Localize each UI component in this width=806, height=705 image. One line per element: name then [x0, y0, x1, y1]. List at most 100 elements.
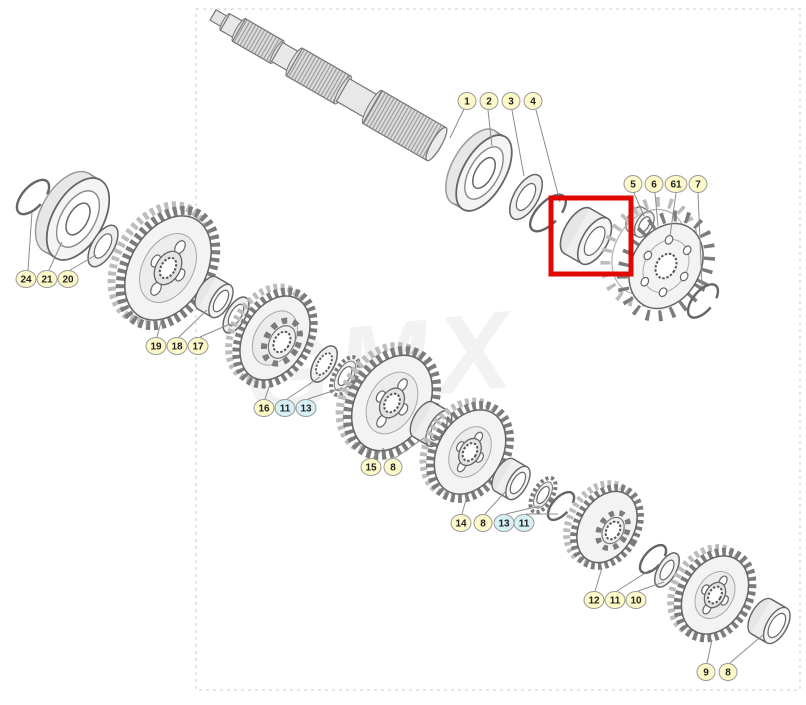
callout-label: 18	[171, 342, 183, 353]
callout-label: 12	[588, 596, 600, 607]
callout-label: 9	[703, 668, 709, 679]
callout-label: 24	[20, 275, 32, 286]
spacer-highlighted	[559, 206, 613, 266]
callout-16[interactable]: 16	[253, 399, 275, 417]
callout-circle	[383, 458, 403, 476]
callout-label: 7	[695, 180, 701, 191]
callout-label: 11	[280, 404, 291, 415]
callout-label: 14	[455, 519, 467, 530]
main-shaft	[209, 8, 448, 162]
callout-11[interactable]: 11	[274, 399, 296, 417]
gear-9	[667, 544, 757, 643]
callout-label: 5	[630, 180, 636, 191]
callout-label: 21	[41, 275, 53, 286]
callout-2[interactable]: 2	[479, 92, 499, 110]
callout-17[interactable]: 17	[187, 337, 209, 355]
circlip-11-b	[546, 490, 576, 522]
bushing-18	[194, 275, 234, 319]
callout-label: 4	[530, 97, 536, 108]
callout-9[interactable]: 9	[696, 663, 716, 681]
callout-label: 11	[519, 519, 530, 530]
callout-20[interactable]: 20	[57, 270, 79, 288]
callout-circle	[166, 337, 188, 355]
washer-20	[87, 224, 119, 268]
callout-label: 61	[670, 180, 682, 191]
callout-61[interactable]: 61	[664, 175, 688, 193]
callouts: 1 2 3 4 5 6 61 7 24 21 20 19 18 17 16 11…	[15, 92, 738, 681]
callout-8[interactable]: 8	[718, 663, 738, 681]
callout-circle	[57, 270, 79, 288]
callout-24[interactable]: 24	[15, 270, 37, 288]
callout-circle	[644, 175, 664, 193]
callout-label: 19	[150, 342, 162, 353]
bearing-21	[34, 170, 111, 261]
callout-circle	[15, 270, 37, 288]
callout-circle	[274, 399, 296, 417]
callout-circle	[664, 175, 688, 193]
callout-18[interactable]: 18	[166, 337, 188, 355]
circlip-24	[15, 178, 51, 216]
leader-lines	[27, 108, 765, 664]
callout-label: 11	[610, 596, 621, 607]
callout-19[interactable]: 19	[145, 337, 167, 355]
callout-circle	[253, 399, 275, 417]
callout-circle	[604, 591, 626, 609]
callout-6[interactable]: 6	[644, 175, 664, 193]
gear-19	[107, 201, 221, 331]
callout-12[interactable]: 12	[583, 591, 605, 609]
callout-1[interactable]: 1	[457, 92, 477, 110]
callout-4[interactable]: 4	[523, 92, 543, 110]
callout-13[interactable]: 13	[493, 514, 515, 532]
callout-8[interactable]: 8	[473, 514, 493, 532]
callout-label: 13	[498, 519, 510, 530]
callout-circle	[718, 663, 738, 681]
highlight-box	[548, 195, 634, 277]
callout-circle	[187, 337, 209, 355]
callout-label: 6	[651, 180, 657, 191]
callout-circle	[295, 399, 317, 417]
callout-circle	[623, 175, 643, 193]
callout-label: 15	[365, 463, 377, 474]
callout-8[interactable]: 8	[383, 458, 403, 476]
callout-circle	[145, 337, 167, 355]
callout-7[interactable]: 7	[688, 175, 708, 193]
callout-10[interactable]: 10	[625, 591, 647, 609]
washer-10	[653, 552, 681, 588]
lock-washer-13-b	[528, 475, 558, 515]
callout-label: 16	[258, 404, 270, 415]
callout-circle	[36, 270, 58, 288]
callout-circle	[696, 663, 716, 681]
callout-circle	[523, 92, 543, 110]
front-sprocket-6	[616, 210, 716, 322]
lock-washer-13	[329, 355, 361, 397]
callout-circle	[583, 591, 605, 609]
bearing-2	[445, 128, 513, 212]
callout-label: 13	[300, 404, 312, 415]
callout-14[interactable]: 14	[450, 514, 472, 532]
callout-label: 17	[192, 342, 204, 353]
callout-circle	[513, 514, 535, 532]
callout-circle	[360, 458, 382, 476]
callout-label: 8	[390, 463, 396, 474]
callout-label: 8	[725, 668, 731, 679]
callout-13[interactable]: 13	[295, 399, 317, 417]
callout-15[interactable]: 15	[360, 458, 382, 476]
callout-label: 1	[464, 97, 470, 108]
callout-label: 8	[480, 519, 486, 530]
callout-label: 20	[62, 275, 74, 286]
callout-label: 10	[630, 596, 642, 607]
callout-circle	[479, 92, 499, 110]
callout-3[interactable]: 3	[501, 92, 521, 110]
drawing-frame	[195, 8, 801, 691]
callout-circle	[450, 514, 472, 532]
callout-circle	[501, 92, 521, 110]
callout-circle	[625, 591, 647, 609]
callout-circle	[457, 92, 477, 110]
callout-11[interactable]: 11	[513, 514, 535, 532]
callout-11[interactable]: 11	[604, 591, 626, 609]
bushing-8-b	[491, 457, 531, 501]
callout-21[interactable]: 21	[36, 270, 58, 288]
gear-12	[563, 480, 644, 570]
callout-5[interactable]: 5	[623, 175, 643, 193]
callout-label: 2	[486, 97, 492, 108]
